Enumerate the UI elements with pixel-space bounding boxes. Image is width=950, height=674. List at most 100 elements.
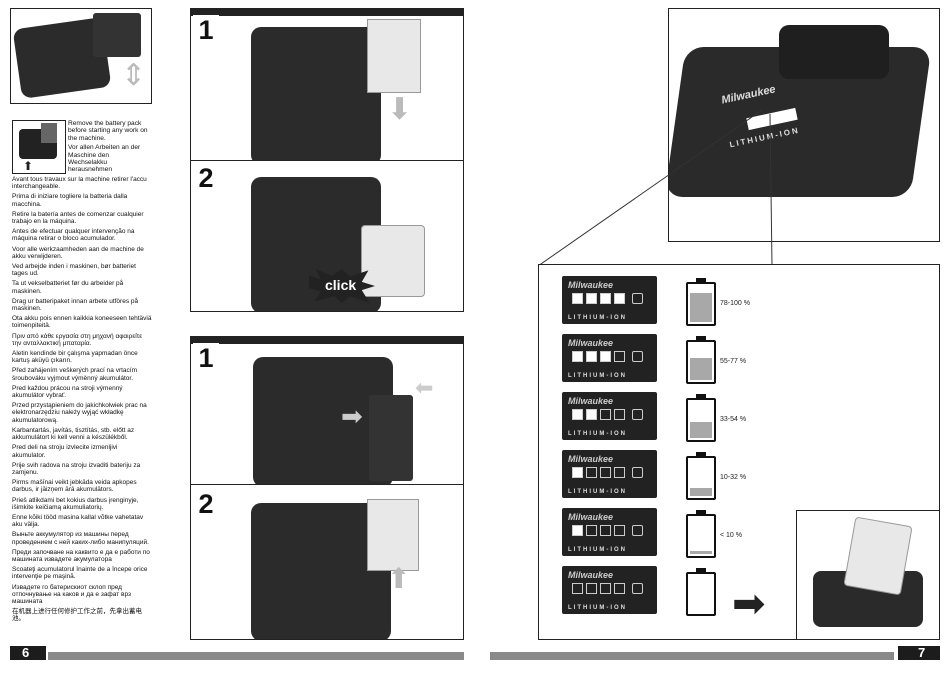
translation-text: Drag ur batteripaket innan arbete utföre…: [12, 297, 139, 313]
battery-pack-illustration: [367, 19, 421, 93]
fuel-gauge-led: [600, 467, 611, 478]
charger-panel: [796, 510, 940, 640]
fuel-gauge-brand: Milwaukee: [568, 280, 614, 290]
fuel-gauge-led: [600, 583, 611, 594]
translation-text: Извадете го батерискиот склоп пред отпоч…: [12, 583, 132, 605]
step-panel-insert-1: 1 ⬇: [190, 8, 464, 164]
battery-level-icon: [686, 336, 716, 384]
fuel-gauge-led: [586, 351, 597, 362]
fuel-gauge-lithium-label: LITHIUM-ION: [568, 373, 627, 379]
fuel-gauge-led: [600, 351, 611, 362]
fuel-gauge-led: [614, 351, 625, 362]
battery-level-icon: [686, 394, 716, 442]
page-number-left: 6: [22, 645, 30, 660]
fuel-gauge-led: [614, 467, 625, 478]
right-footer-bar: [898, 646, 940, 660]
step-panel-remove-1: 1 ➡ ⬅: [190, 336, 464, 486]
translation-text: Pred každou prácou na stroji výmenný aku…: [12, 384, 123, 400]
fuel-gauge-brand: Milwaukee: [568, 396, 614, 406]
fuel-gauge-led: [614, 409, 625, 420]
battery-level-icon: [686, 510, 716, 558]
translation-text: 在机器上进行任何修护工作之前，先拿出蓄电池。: [12, 608, 142, 623]
fuel-gauge-brand: Milwaukee: [568, 570, 614, 580]
battery-level-icon: [686, 452, 716, 500]
left-footer-grey: [48, 652, 464, 660]
click-burst-icon: [309, 269, 375, 303]
illustration-remove-battery: ⇕: [10, 8, 152, 104]
arrow-to-charger-icon: ➡: [732, 582, 766, 626]
battery-top: [779, 25, 889, 79]
fuel-gauge-lithium-label: LITHIUM-ION: [568, 489, 627, 495]
fuel-gauge-led: [614, 583, 625, 594]
left-footer-bar: [10, 646, 46, 660]
battery-pack-illustration: [369, 395, 413, 481]
battery-pack-illustration: [843, 516, 913, 596]
translation-text: Avant tous travaux sur la machine retire…: [12, 176, 147, 191]
fuel-gauge-led: [600, 293, 611, 304]
fuel-gauge-button-icon: [632, 293, 643, 304]
translation-text: Ta ut vekselbatteriet før du arbeider på…: [12, 280, 124, 295]
up-arrow-icon: ⬆: [387, 563, 411, 594]
battery-level-fill: [690, 488, 712, 496]
right-footer-grey: [490, 652, 894, 660]
translation-text: Před zahájením veškerých prací na vrtací…: [12, 367, 137, 382]
charge-percentage-label: 10-32 %: [720, 474, 747, 481]
fuel-gauge-lithium-label: LITHIUM-ION: [568, 315, 627, 321]
battery-level-icon: [686, 278, 716, 326]
fuel-gauge-brand: Milwaukee: [568, 338, 614, 348]
translation-text: Prieš atlikdami bet kokius darbus įrengi…: [12, 496, 139, 511]
fuel-gauge-led: [572, 525, 583, 536]
fuel-gauge-led: [586, 583, 597, 594]
fuel-gauge-led: [586, 409, 597, 420]
fuel-gauge-led: [572, 351, 583, 362]
step-number: 2: [193, 163, 219, 193]
battery-pack-illustration: [367, 499, 419, 571]
fuel-gauge-button-icon: [632, 351, 643, 362]
translation-text: Выньте аккумулятор из машины перед прове…: [12, 531, 149, 546]
translation-text: Scoateţi acumulatorul înainte de a încep…: [12, 566, 148, 581]
battery-level-fill: [690, 293, 712, 322]
jigsaw-illustration: [251, 27, 381, 163]
warning-icon: ⬆: [12, 120, 66, 174]
translation-text: Pirms mašīnai veikt jebkāda veida apkope…: [12, 479, 137, 494]
page-number-right: 7: [918, 645, 926, 660]
warning-en: Remove the battery pack before starting …: [68, 120, 148, 142]
translation-text: Enne kõiki tööd masina kallal võtke vahe…: [12, 513, 144, 529]
step-number: 1: [193, 343, 219, 373]
fuel-gauge-led: [600, 409, 611, 420]
fuel-gauge-led: [600, 525, 611, 536]
translation-text: Πριν από κάθε εργασία στη μηχανή αφαιρεί…: [12, 332, 143, 347]
fuel-gauge-led: [586, 293, 597, 304]
fuel-gauge-lithium-label: LITHIUM-ION: [568, 431, 627, 437]
warning-text: Remove the battery pack before starting …: [68, 120, 148, 176]
translation-text: Retire la batería antes de comenzar cual…: [12, 210, 144, 226]
translation-text: Prije svih radova na stroju izvaditi bat…: [12, 461, 141, 476]
warning-translations: Avant tous travaux sur la machine retire…: [12, 176, 152, 626]
translation-text: Przed przystąpieniem do jakichkolwiek pr…: [12, 402, 147, 424]
translation-text: Aletin kendinde bir çalışma yapmadan önc…: [12, 350, 138, 365]
translation-text: Prima di iniziare togliere la batteria d…: [12, 193, 128, 208]
fuel-gauge-button-icon: [632, 525, 643, 536]
battery-level-fill: [690, 358, 712, 380]
step-number: 1: [193, 15, 219, 45]
fuel-gauge-button-icon: [632, 467, 643, 478]
fuel-gauge-led: [586, 525, 597, 536]
fuel-gauge-led: [572, 409, 583, 420]
up-down-arrow-icon: ⇕: [121, 59, 147, 92]
left-arrow-icon: ⬅: [415, 375, 434, 400]
step-panel-insert-2: 2 click: [190, 160, 464, 312]
translation-text: Преди започване на каквито е да е работи…: [12, 548, 150, 563]
fuel-gauge-led: [614, 293, 625, 304]
translation-text: Ved arbejde inden i maskinen, bør batter…: [12, 263, 136, 278]
charge-percentage-label: < 10 %: [720, 532, 742, 539]
callout-lines: [537, 109, 773, 267]
fuel-gauge-brand: Milwaukee: [568, 512, 614, 522]
fuel-gauge-lithium-label: LITHIUM-ION: [568, 547, 627, 553]
fuel-gauge-led: [586, 467, 597, 478]
battery-level-fill: [690, 422, 712, 438]
translation-text: Voor alle werkzaamheden aan de machine d…: [12, 245, 144, 260]
